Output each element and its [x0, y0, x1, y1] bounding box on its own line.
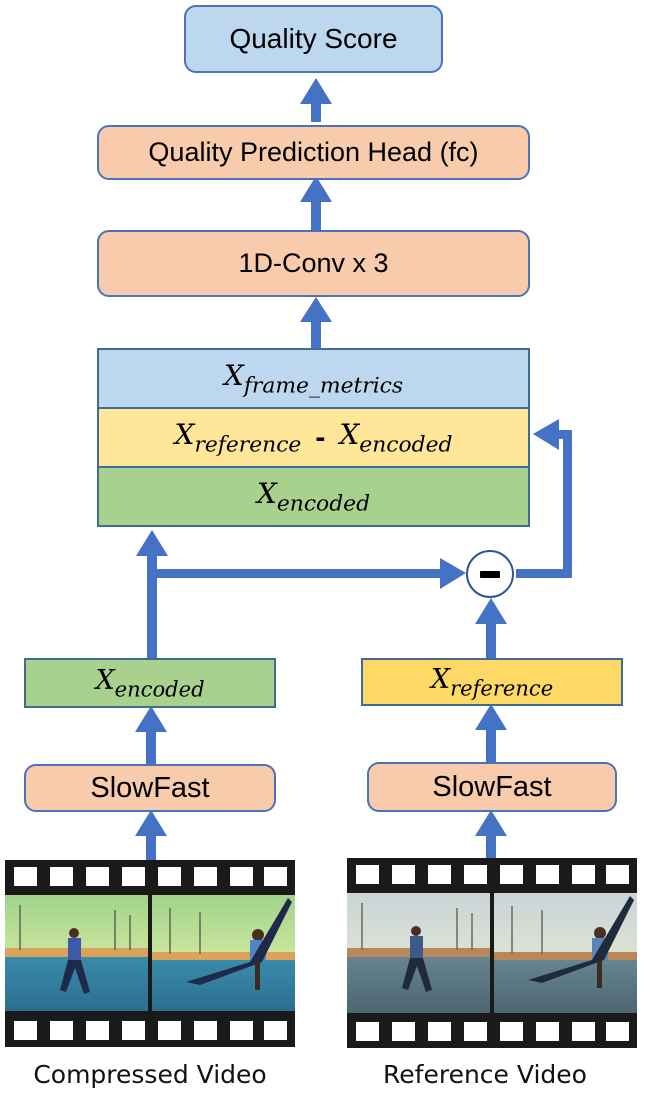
difference-right: Xencoded: [339, 417, 453, 458]
subtract-bar: [480, 570, 500, 578]
arrow-slowfast-right-to-reference: [475, 704, 507, 762]
frame-metrics-row: Xframe_metrics: [99, 350, 528, 409]
film-strip-icon: [347, 858, 637, 1048]
slowfast-right-label: SlowFast: [432, 770, 552, 803]
encoded-feature-box: Xencoded: [24, 658, 276, 708]
arrow-stack-to-conv: [300, 297, 332, 350]
reference-feature-label: Xreference: [430, 663, 554, 701]
difference-left: Xreference: [174, 417, 302, 458]
conv-box: 1D-Conv x 3: [97, 230, 530, 297]
arrow-conv-to-head: [300, 176, 332, 230]
dancer-figure-right-2: [528, 896, 634, 988]
arrow-video-right-to-slowfast: [475, 810, 507, 862]
feature-stack: Xframe_metrics Xreference - Xencoded Xen…: [97, 348, 530, 527]
reference-feature-box: Xreference: [361, 658, 623, 706]
quality-score-box: Quality Score: [184, 5, 443, 73]
encoded-row: Xencoded: [99, 468, 528, 525]
quality-score-label: Quality Score: [229, 23, 398, 54]
arrow-head-to-score: [300, 78, 332, 122]
arrow-slowfast-left-to-encoded: [135, 706, 167, 764]
dancer-figure-left-2: [186, 898, 292, 990]
arrow-subtract-to-difference: [516, 419, 572, 578]
encoded-feature-label: Xencoded: [95, 664, 205, 702]
difference-row: Xreference - Xencoded: [99, 409, 528, 468]
prediction-head-label: Quality Prediction Head (fc): [148, 137, 479, 167]
arrow-video-left-to-slowfast: [135, 810, 167, 862]
difference-minus: -: [315, 420, 326, 454]
caption-reference-video: Reference Video: [383, 1060, 587, 1089]
slowfast-left-label: SlowFast: [90, 771, 210, 804]
slowfast-right-box: SlowFast: [367, 762, 617, 812]
slowfast-left-box: SlowFast: [24, 764, 276, 812]
dancer-figure-left-1: [60, 928, 90, 994]
arrow-encoded-to-stack: [136, 530, 168, 658]
encoded-row-label: Xencoded: [256, 476, 371, 517]
caption-compressed-video: Compressed Video: [33, 1060, 267, 1089]
arrow-reference-to-subtract: [475, 598, 507, 658]
dancer-figure-right-1: [402, 926, 432, 992]
frame-metrics-label: Xframe_metrics: [223, 358, 404, 399]
conv-label: 1D-Conv x 3: [238, 248, 389, 278]
subtract-circle-icon: [466, 550, 514, 598]
prediction-head-box: Quality Prediction Head (fc): [97, 125, 530, 180]
film-strip-icon: [5, 860, 295, 1047]
arrow-encoded-to-subtract: [147, 558, 466, 589]
